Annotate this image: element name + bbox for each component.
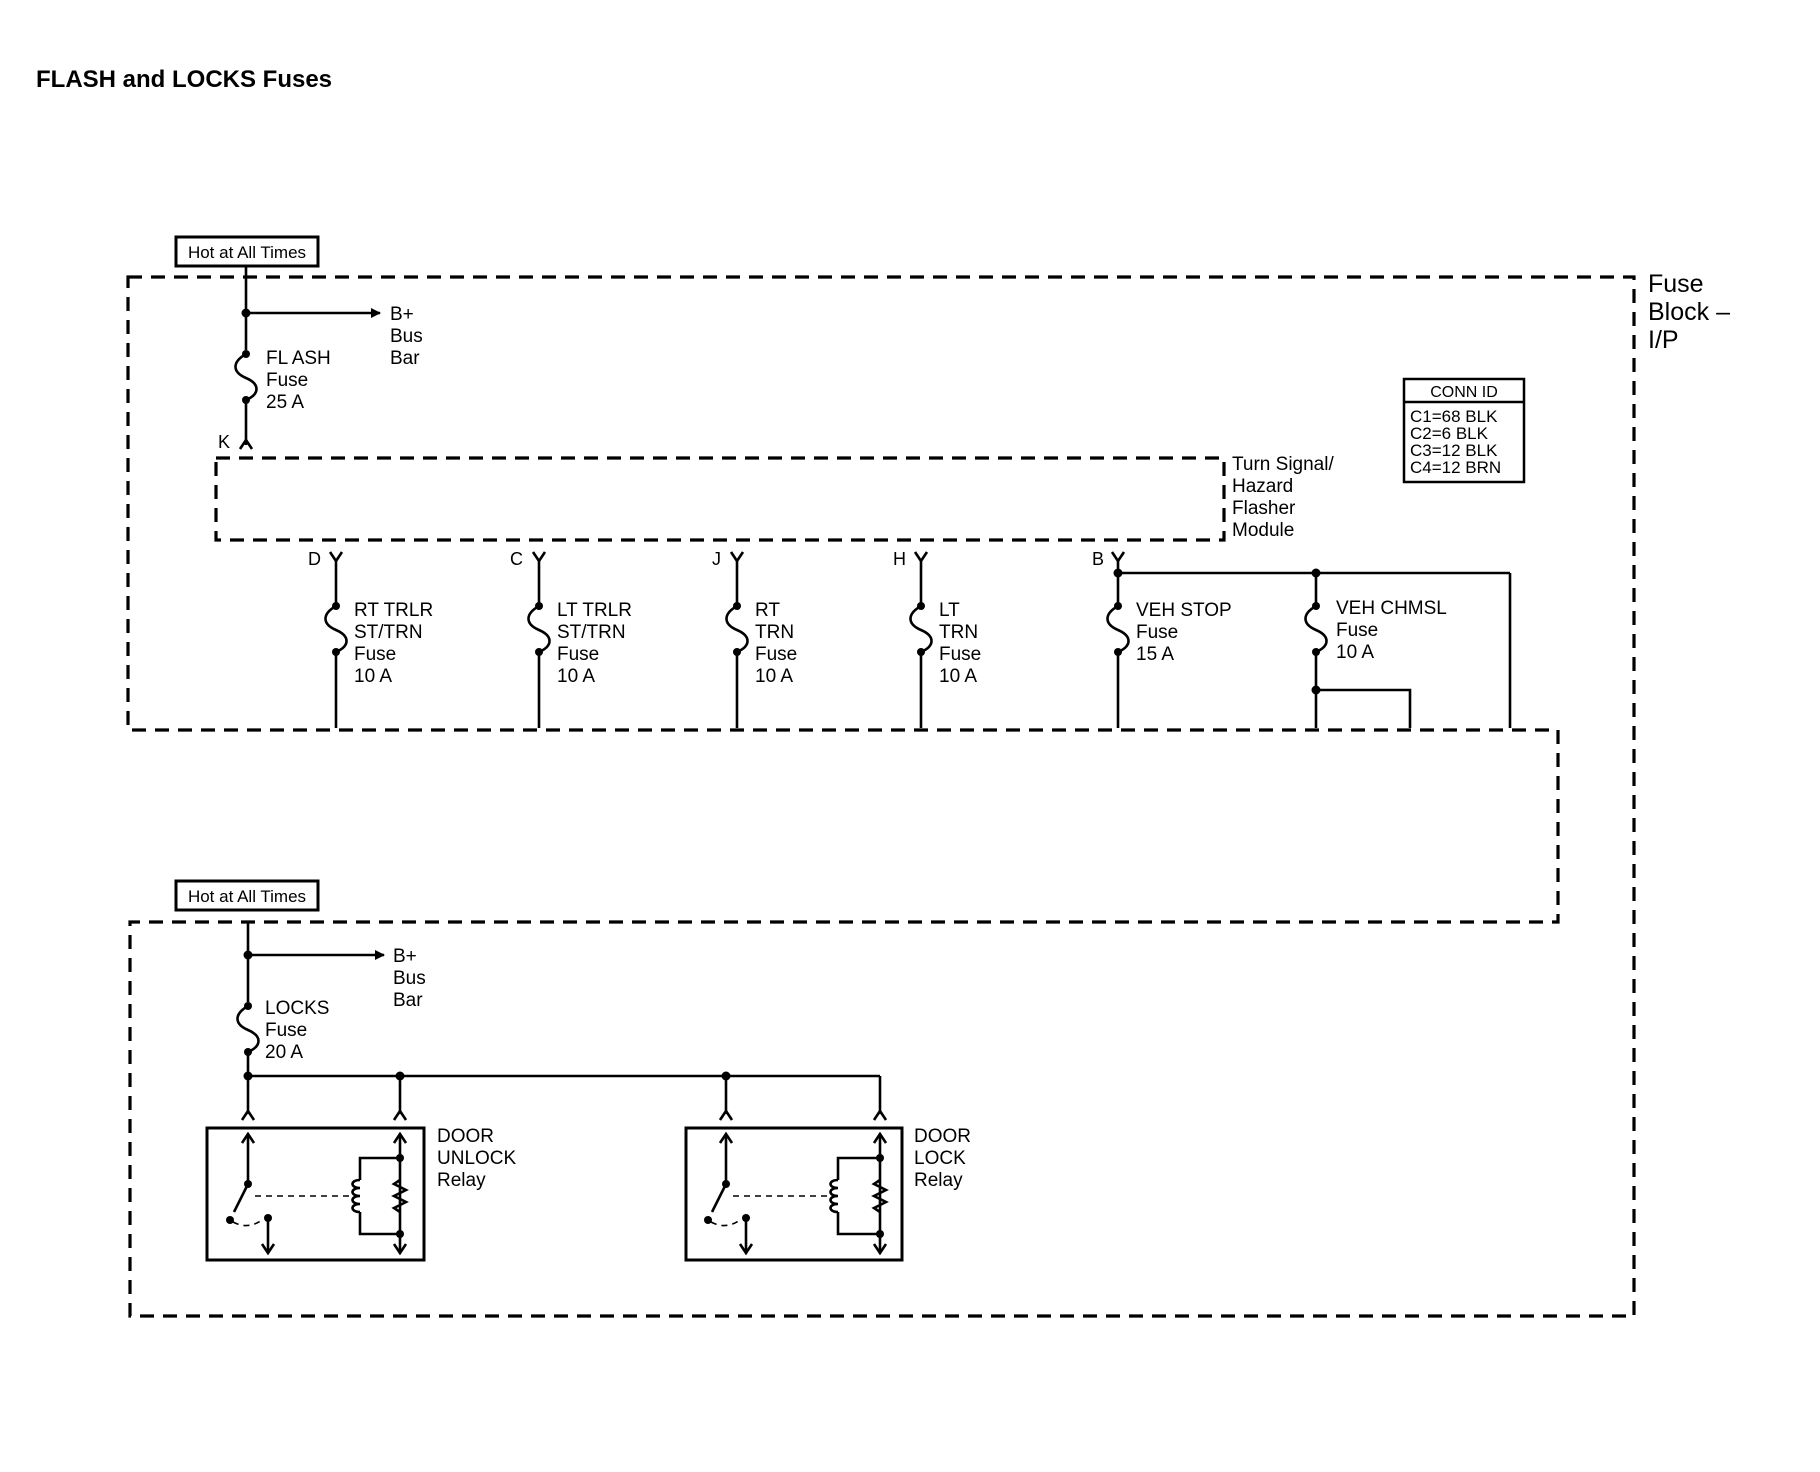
svg-text:Module: Module bbox=[1232, 520, 1294, 541]
svg-text:Flasher: Flasher bbox=[1232, 498, 1296, 519]
svg-text:LOCK: LOCK bbox=[914, 1148, 966, 1169]
svg-text:FL ASH: FL ASH bbox=[266, 348, 331, 369]
conn-id-c1: C1=68 BLK bbox=[1410, 407, 1498, 426]
svg-text:Fuse: Fuse bbox=[1136, 622, 1178, 643]
door-unlock-relay bbox=[205, 1126, 426, 1262]
svg-text:Hot at All Times: Hot at All Times bbox=[188, 887, 306, 906]
svg-text:RT TRLR: RT TRLR bbox=[354, 600, 433, 621]
locks-fuse-label: LOCKS Fuse 20 A bbox=[265, 998, 329, 1063]
svg-text:Block –: Block – bbox=[1648, 298, 1730, 326]
svg-text:Relay: Relay bbox=[437, 1170, 486, 1191]
svg-text:Fuse: Fuse bbox=[354, 644, 396, 665]
conn-id-table: CONN ID C1=68 BLK C2=6 BLK C3=12 BLK C4=… bbox=[1402, 377, 1526, 484]
lt-trlr-fuse-symbol bbox=[527, 602, 551, 656]
svg-text:Fuse: Fuse bbox=[557, 644, 599, 665]
veh-chmsl-fuse-symbol bbox=[1304, 602, 1328, 656]
svg-text:20 A: 20 A bbox=[265, 1042, 303, 1063]
rt-trn-fuse-label: RT TRN Fuse 10 A bbox=[755, 600, 797, 687]
pin-b-label: B bbox=[1092, 549, 1104, 569]
svg-text:TRN: TRN bbox=[755, 622, 794, 643]
door-unlock-relay-label: DOOR UNLOCK Relay bbox=[437, 1126, 517, 1191]
svg-text:Bus: Bus bbox=[390, 326, 423, 347]
svg-text:25 A: 25 A bbox=[266, 392, 304, 413]
svg-text:Bus: Bus bbox=[393, 968, 426, 989]
veh-stop-fuse-label: VEH STOP Fuse 15 A bbox=[1136, 600, 1232, 665]
svg-text:LOCKS: LOCKS bbox=[265, 998, 329, 1019]
svg-text:Relay: Relay bbox=[914, 1170, 963, 1191]
flash-fuse-label: FL ASH Fuse 25 A bbox=[266, 348, 331, 413]
pin-c-label: C bbox=[510, 549, 523, 569]
svg-text:LT TRLR: LT TRLR bbox=[557, 600, 632, 621]
svg-text:ST/TRN: ST/TRN bbox=[557, 622, 626, 643]
svg-text:RT: RT bbox=[755, 600, 780, 621]
conn-id-c4: C4=12 BRN bbox=[1410, 458, 1501, 477]
door-lock-relay bbox=[684, 1126, 904, 1262]
door-lock-relay-label: DOOR LOCK Relay bbox=[914, 1126, 971, 1191]
fuse-block-outline-upper bbox=[126, 275, 1636, 1318]
svg-text:Turn Signal/: Turn Signal/ bbox=[1232, 454, 1334, 475]
conn-id-c2: C2=6 BLK bbox=[1410, 424, 1489, 443]
lt-trn-fuse-label: LT TRN Fuse 10 A bbox=[939, 600, 981, 687]
pin-h-label: H bbox=[893, 549, 906, 569]
svg-text:10 A: 10 A bbox=[755, 666, 793, 687]
veh-chmsl-fuse-label: VEH CHMSL Fuse 10 A bbox=[1336, 598, 1447, 663]
svg-text:Fuse: Fuse bbox=[1336, 620, 1378, 641]
svg-text:TRN: TRN bbox=[939, 622, 978, 643]
svg-text:DOOR: DOOR bbox=[437, 1126, 494, 1147]
svg-text:ST/TRN: ST/TRN bbox=[354, 622, 423, 643]
rt-trlr-fuse-label: RT TRLR ST/TRN Fuse 10 A bbox=[354, 600, 433, 687]
svg-text:10 A: 10 A bbox=[557, 666, 595, 687]
svg-text:VEH CHMSL: VEH CHMSL bbox=[1336, 598, 1447, 619]
svg-text:10 A: 10 A bbox=[354, 666, 392, 687]
svg-text:Hot at All Times: Hot at All Times bbox=[188, 243, 306, 262]
rt-trlr-fuse-symbol bbox=[324, 602, 348, 656]
lt-trn-fuse-symbol bbox=[909, 602, 933, 656]
svg-text:10 A: 10 A bbox=[939, 666, 977, 687]
veh-stop-fuse-symbol bbox=[1106, 602, 1130, 656]
svg-text:Bar: Bar bbox=[393, 990, 423, 1011]
bus-bar-label-bottom: B+ Bus Bar bbox=[393, 946, 426, 1011]
svg-text:Hazard: Hazard bbox=[1232, 476, 1293, 497]
svg-text:Fuse: Fuse bbox=[266, 370, 308, 391]
svg-text:VEH STOP: VEH STOP bbox=[1136, 600, 1232, 621]
flash-fuse-symbol bbox=[234, 350, 258, 404]
svg-text:DOOR: DOOR bbox=[914, 1126, 971, 1147]
pin-j-label: J bbox=[712, 549, 721, 569]
conn-id-c3: C3=12 BLK bbox=[1410, 441, 1498, 460]
rt-trn-fuse-symbol bbox=[725, 602, 749, 656]
lt-trlr-fuse-label: LT TRLR ST/TRN Fuse 10 A bbox=[557, 600, 632, 687]
hot-at-all-times-label-bottom: Hot at All Times bbox=[174, 879, 320, 912]
svg-text:LT: LT bbox=[939, 600, 960, 621]
svg-text:Fuse: Fuse bbox=[939, 644, 981, 665]
svg-text:I/P: I/P bbox=[1648, 326, 1679, 354]
svg-text:Fuse: Fuse bbox=[755, 644, 797, 665]
svg-text:Fuse: Fuse bbox=[265, 1020, 307, 1041]
hot-at-all-times-label-top: Hot at All Times bbox=[174, 235, 320, 268]
turn-signal-module-label: Turn Signal/ Hazard Flasher Module bbox=[1232, 454, 1334, 541]
turn-signal-module-box bbox=[214, 456, 1226, 542]
pin-k-label: K bbox=[218, 432, 230, 452]
pin-d-label: D bbox=[308, 549, 321, 569]
svg-text:10 A: 10 A bbox=[1336, 642, 1374, 663]
svg-text:Bar: Bar bbox=[390, 348, 420, 369]
locks-fuse-symbol bbox=[236, 1002, 260, 1056]
bus-bar-label-top: B+ Bus Bar bbox=[390, 304, 423, 369]
svg-text:15 A: 15 A bbox=[1136, 644, 1174, 665]
conn-id-header: CONN ID bbox=[1430, 384, 1498, 401]
svg-text:UNLOCK: UNLOCK bbox=[437, 1148, 517, 1169]
svg-text:B+: B+ bbox=[393, 946, 417, 967]
page-title: FLASH and LOCKS Fuses bbox=[36, 66, 332, 93]
fuse-block-label: Fuse Block – I/P bbox=[1648, 270, 1730, 354]
svg-text:B+: B+ bbox=[390, 304, 414, 325]
svg-text:Fuse: Fuse bbox=[1648, 270, 1704, 298]
